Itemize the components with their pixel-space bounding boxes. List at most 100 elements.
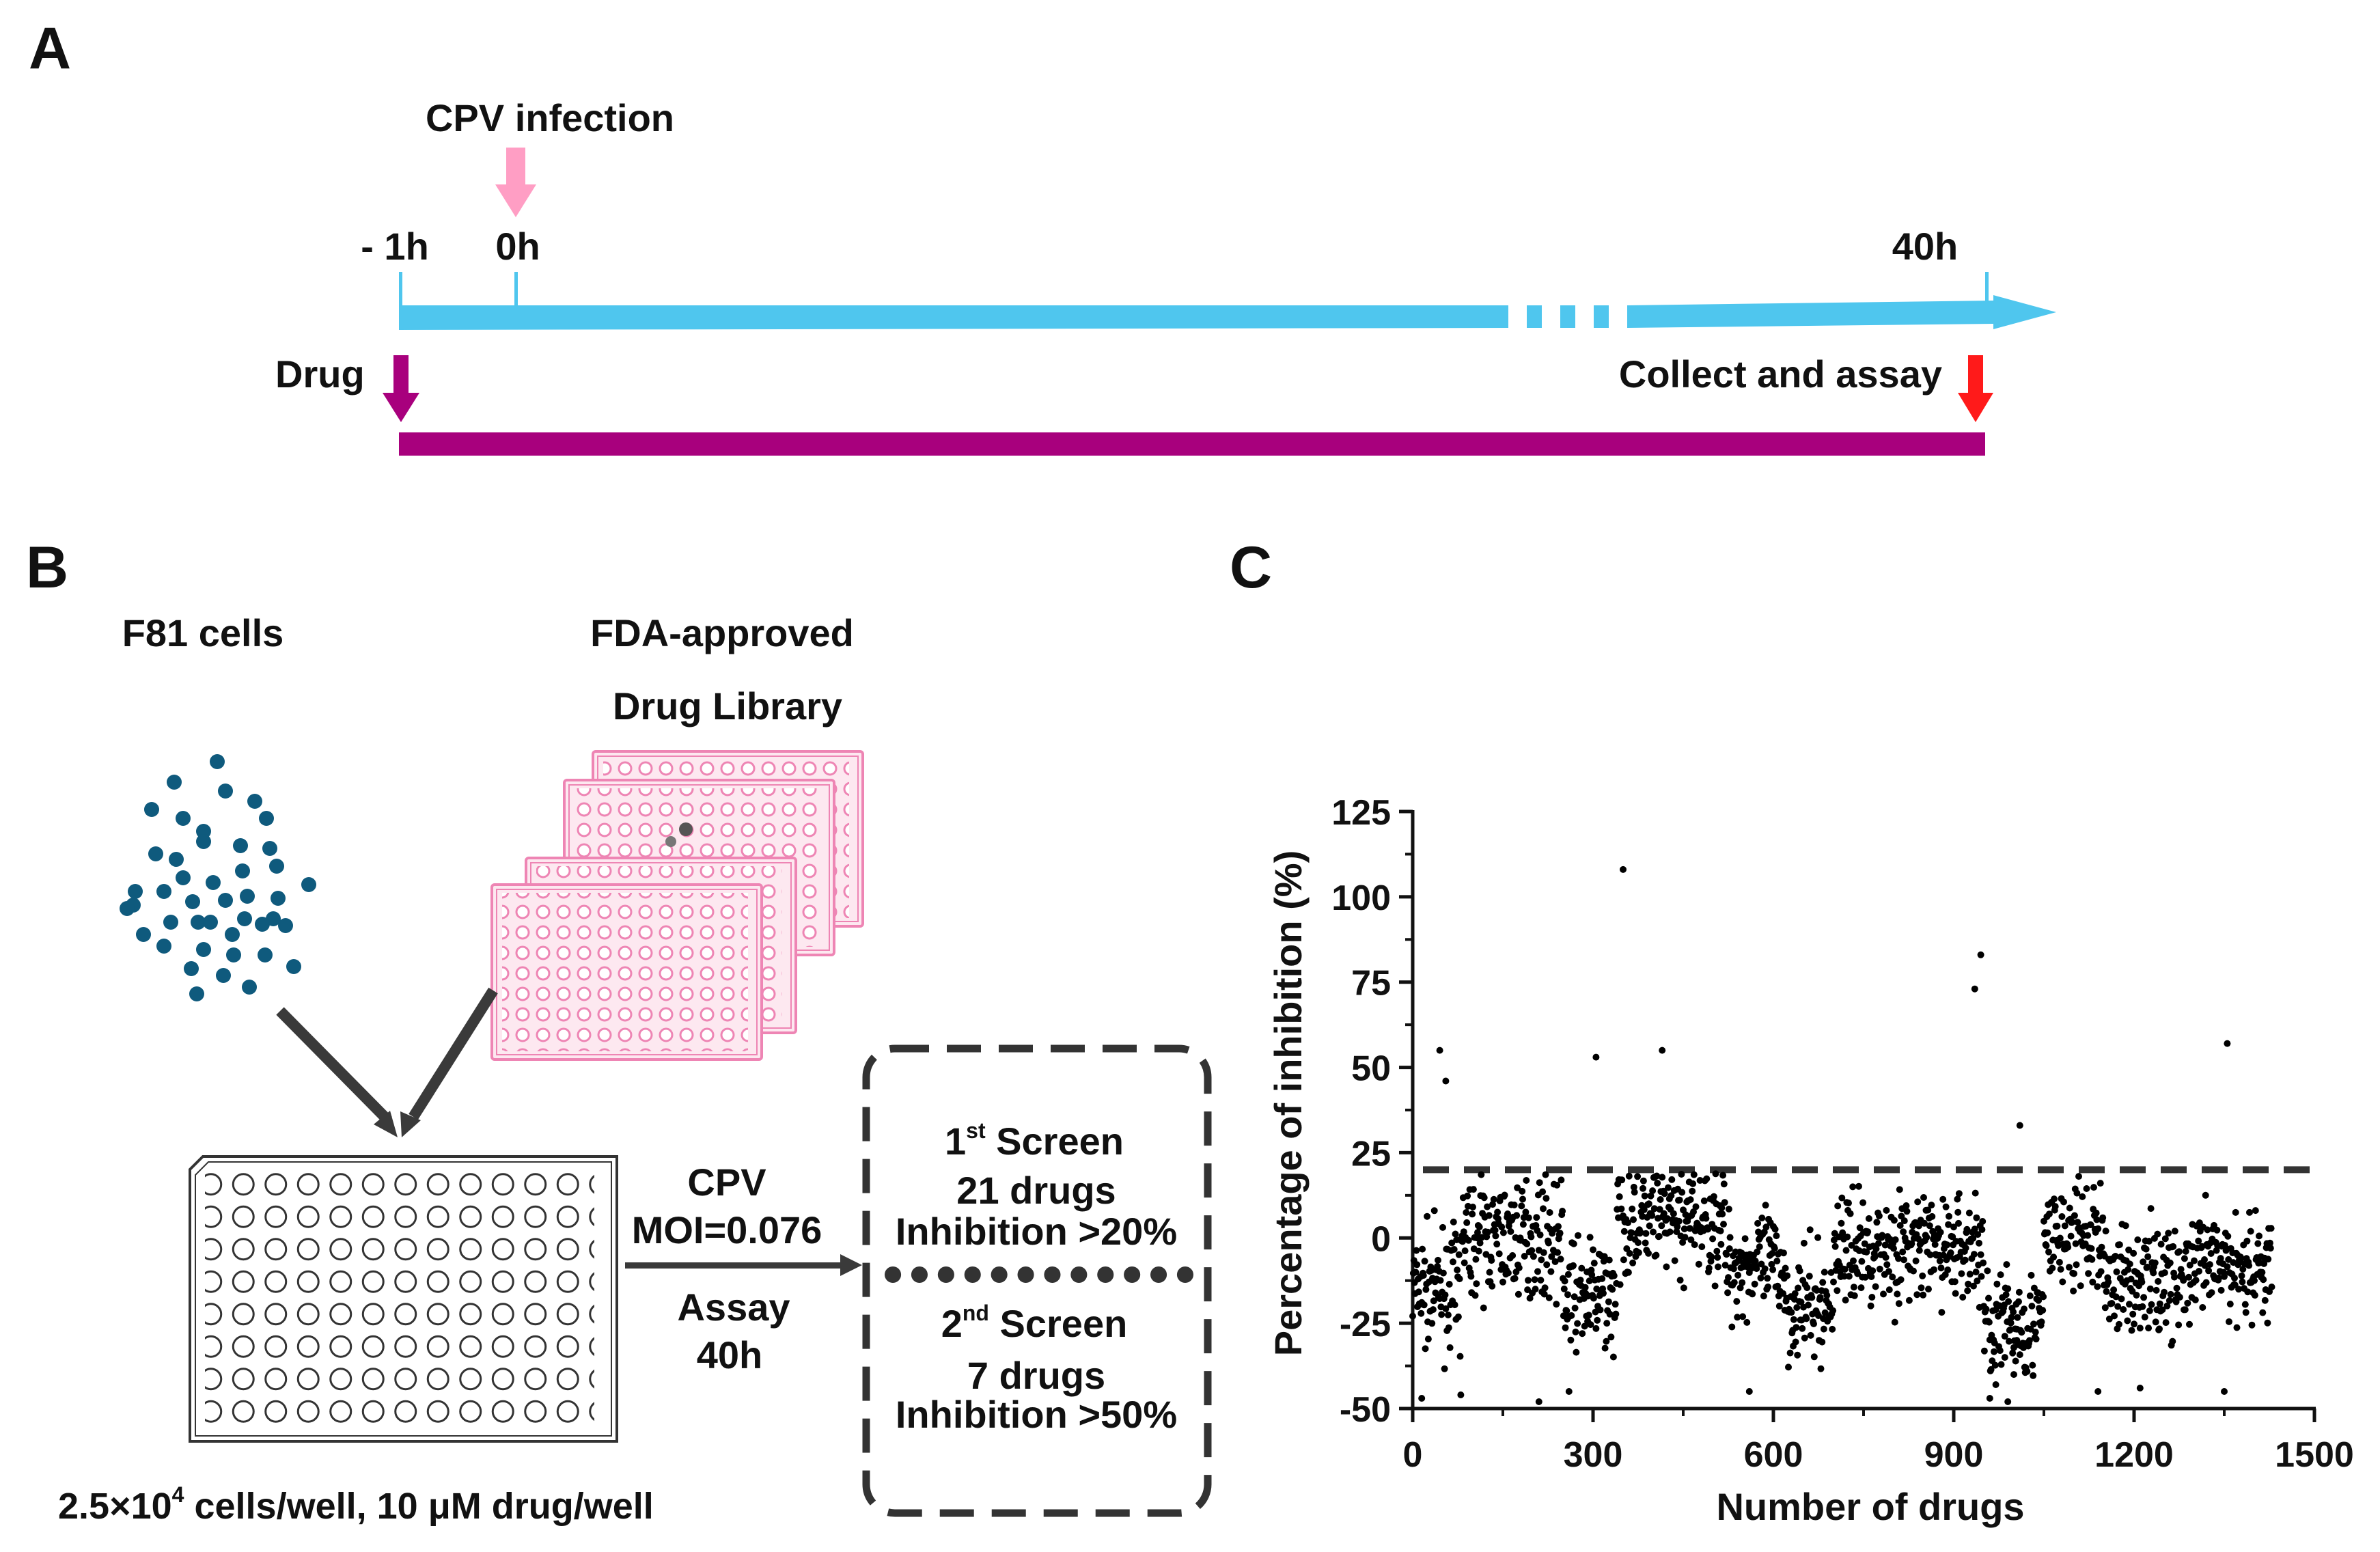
data-point xyxy=(1896,1186,1903,1193)
data-point xyxy=(2268,1284,2275,1290)
data-point xyxy=(1915,1247,1923,1254)
data-point xyxy=(2077,1282,2084,1290)
data-point xyxy=(2239,1266,2247,1273)
data-point xyxy=(1527,1233,1535,1241)
data-point xyxy=(1845,1273,1853,1280)
data-point xyxy=(2051,1195,2058,1203)
scatter-points xyxy=(1409,865,2275,1405)
data-point xyxy=(1463,1219,1471,1226)
data-point xyxy=(2056,1234,2064,1242)
data-point xyxy=(1564,1291,1571,1299)
data-point xyxy=(2140,1294,2148,1301)
data-point xyxy=(2004,1285,2012,1292)
data-point xyxy=(1943,1241,1951,1249)
data-point xyxy=(1590,1260,1598,1267)
data-point xyxy=(2028,1303,2036,1310)
data-point xyxy=(2267,1225,2275,1232)
data-point xyxy=(1603,1320,1611,1327)
data-point xyxy=(1920,1219,1928,1227)
data-point xyxy=(2051,1203,2059,1210)
data-point xyxy=(1891,1318,1898,1326)
data-point xyxy=(1912,1257,1920,1264)
collect-assay-label: Collect and assay xyxy=(1619,352,1942,396)
data-point xyxy=(1792,1338,1799,1346)
screen1-title: 1st Screen xyxy=(945,1118,1124,1163)
data-point xyxy=(2128,1327,2135,1334)
data-point xyxy=(2118,1295,2125,1303)
data-point xyxy=(1438,1311,1445,1318)
bottom-condition-label: 2.5×104 cells/well, 10 μM drug/well xyxy=(58,1482,654,1527)
data-point xyxy=(2114,1303,2122,1310)
data-point xyxy=(1841,1266,1849,1273)
data-point xyxy=(1526,1294,1534,1302)
data-point xyxy=(2171,1273,2178,1281)
data-point xyxy=(1799,1325,1806,1332)
data-point xyxy=(1553,1301,1560,1308)
data-point xyxy=(2224,1263,2231,1271)
data-point xyxy=(1725,1274,1732,1281)
data-point xyxy=(1689,1187,1696,1195)
data-point xyxy=(2090,1184,2097,1191)
data-point xyxy=(1942,1203,1950,1210)
cell-dot xyxy=(203,915,218,930)
data-point xyxy=(1567,1336,1575,1344)
data-point xyxy=(2156,1300,2163,1307)
data-point xyxy=(1733,1298,1741,1305)
data-point xyxy=(2099,1214,2107,1221)
data-point xyxy=(2162,1319,2170,1327)
data-point xyxy=(2026,1292,2034,1299)
cell-dot xyxy=(144,802,159,817)
drug-label: Drug xyxy=(275,352,365,396)
data-point xyxy=(1642,1239,1649,1247)
panel-b: B F81 cells FDA-approved Drug Library xyxy=(26,535,1212,1527)
data-point xyxy=(1919,1272,1926,1279)
data-point xyxy=(1647,1192,1655,1200)
data-point xyxy=(1586,1277,1593,1285)
data-point xyxy=(1773,1232,1780,1240)
data-point xyxy=(1418,1395,1426,1402)
y-tick-label: 50 xyxy=(1351,1049,1391,1089)
data-point xyxy=(1639,1177,1647,1184)
data-point xyxy=(1609,1286,1616,1293)
data-point xyxy=(2126,1260,2133,1268)
library-label-line2: Drug Library xyxy=(613,684,842,728)
data-point xyxy=(1551,1258,1559,1265)
data-point xyxy=(1839,1229,1846,1236)
data-point xyxy=(1974,1231,1982,1238)
data-point xyxy=(1570,1262,1577,1269)
data-point xyxy=(1655,1232,1663,1240)
data-point xyxy=(1542,1171,1549,1178)
data-point xyxy=(2243,1237,2251,1245)
data-point xyxy=(2001,1333,2008,1340)
data-point xyxy=(2176,1294,2183,1301)
data-point xyxy=(2102,1228,2109,1235)
data-point xyxy=(1803,1284,1811,1292)
data-point xyxy=(1715,1263,1721,1271)
panel-label-c: C xyxy=(1230,535,1272,600)
data-point xyxy=(1588,1271,1596,1279)
data-point xyxy=(1484,1228,1491,1236)
data-point xyxy=(1788,1309,1795,1316)
data-point xyxy=(2010,1371,2017,1378)
data-point xyxy=(1924,1206,1932,1214)
data-point xyxy=(1954,1195,1961,1203)
data-point xyxy=(1616,1193,1623,1200)
data-point xyxy=(1980,1259,1987,1266)
data-point xyxy=(2040,1293,2047,1301)
cell-dot xyxy=(225,927,240,942)
data-point xyxy=(1601,1253,1608,1260)
data-point xyxy=(2101,1304,2109,1312)
data-point xyxy=(1908,1240,1915,1247)
data-point xyxy=(1657,1196,1664,1203)
data-point xyxy=(2232,1208,2239,1216)
data-point xyxy=(1914,1198,1922,1206)
screening-results-box: 1st Screen 21 drugs Inhibition >20% 2nd … xyxy=(862,1044,1212,1517)
data-point xyxy=(1675,1217,1683,1225)
data-point xyxy=(2264,1319,2271,1327)
data-point xyxy=(1985,1294,1992,1302)
data-point xyxy=(2112,1253,2119,1260)
data-point xyxy=(1476,1239,1484,1247)
data-point xyxy=(2186,1262,2194,1269)
data-point xyxy=(1805,1301,1812,1309)
data-point xyxy=(1696,1177,1704,1184)
